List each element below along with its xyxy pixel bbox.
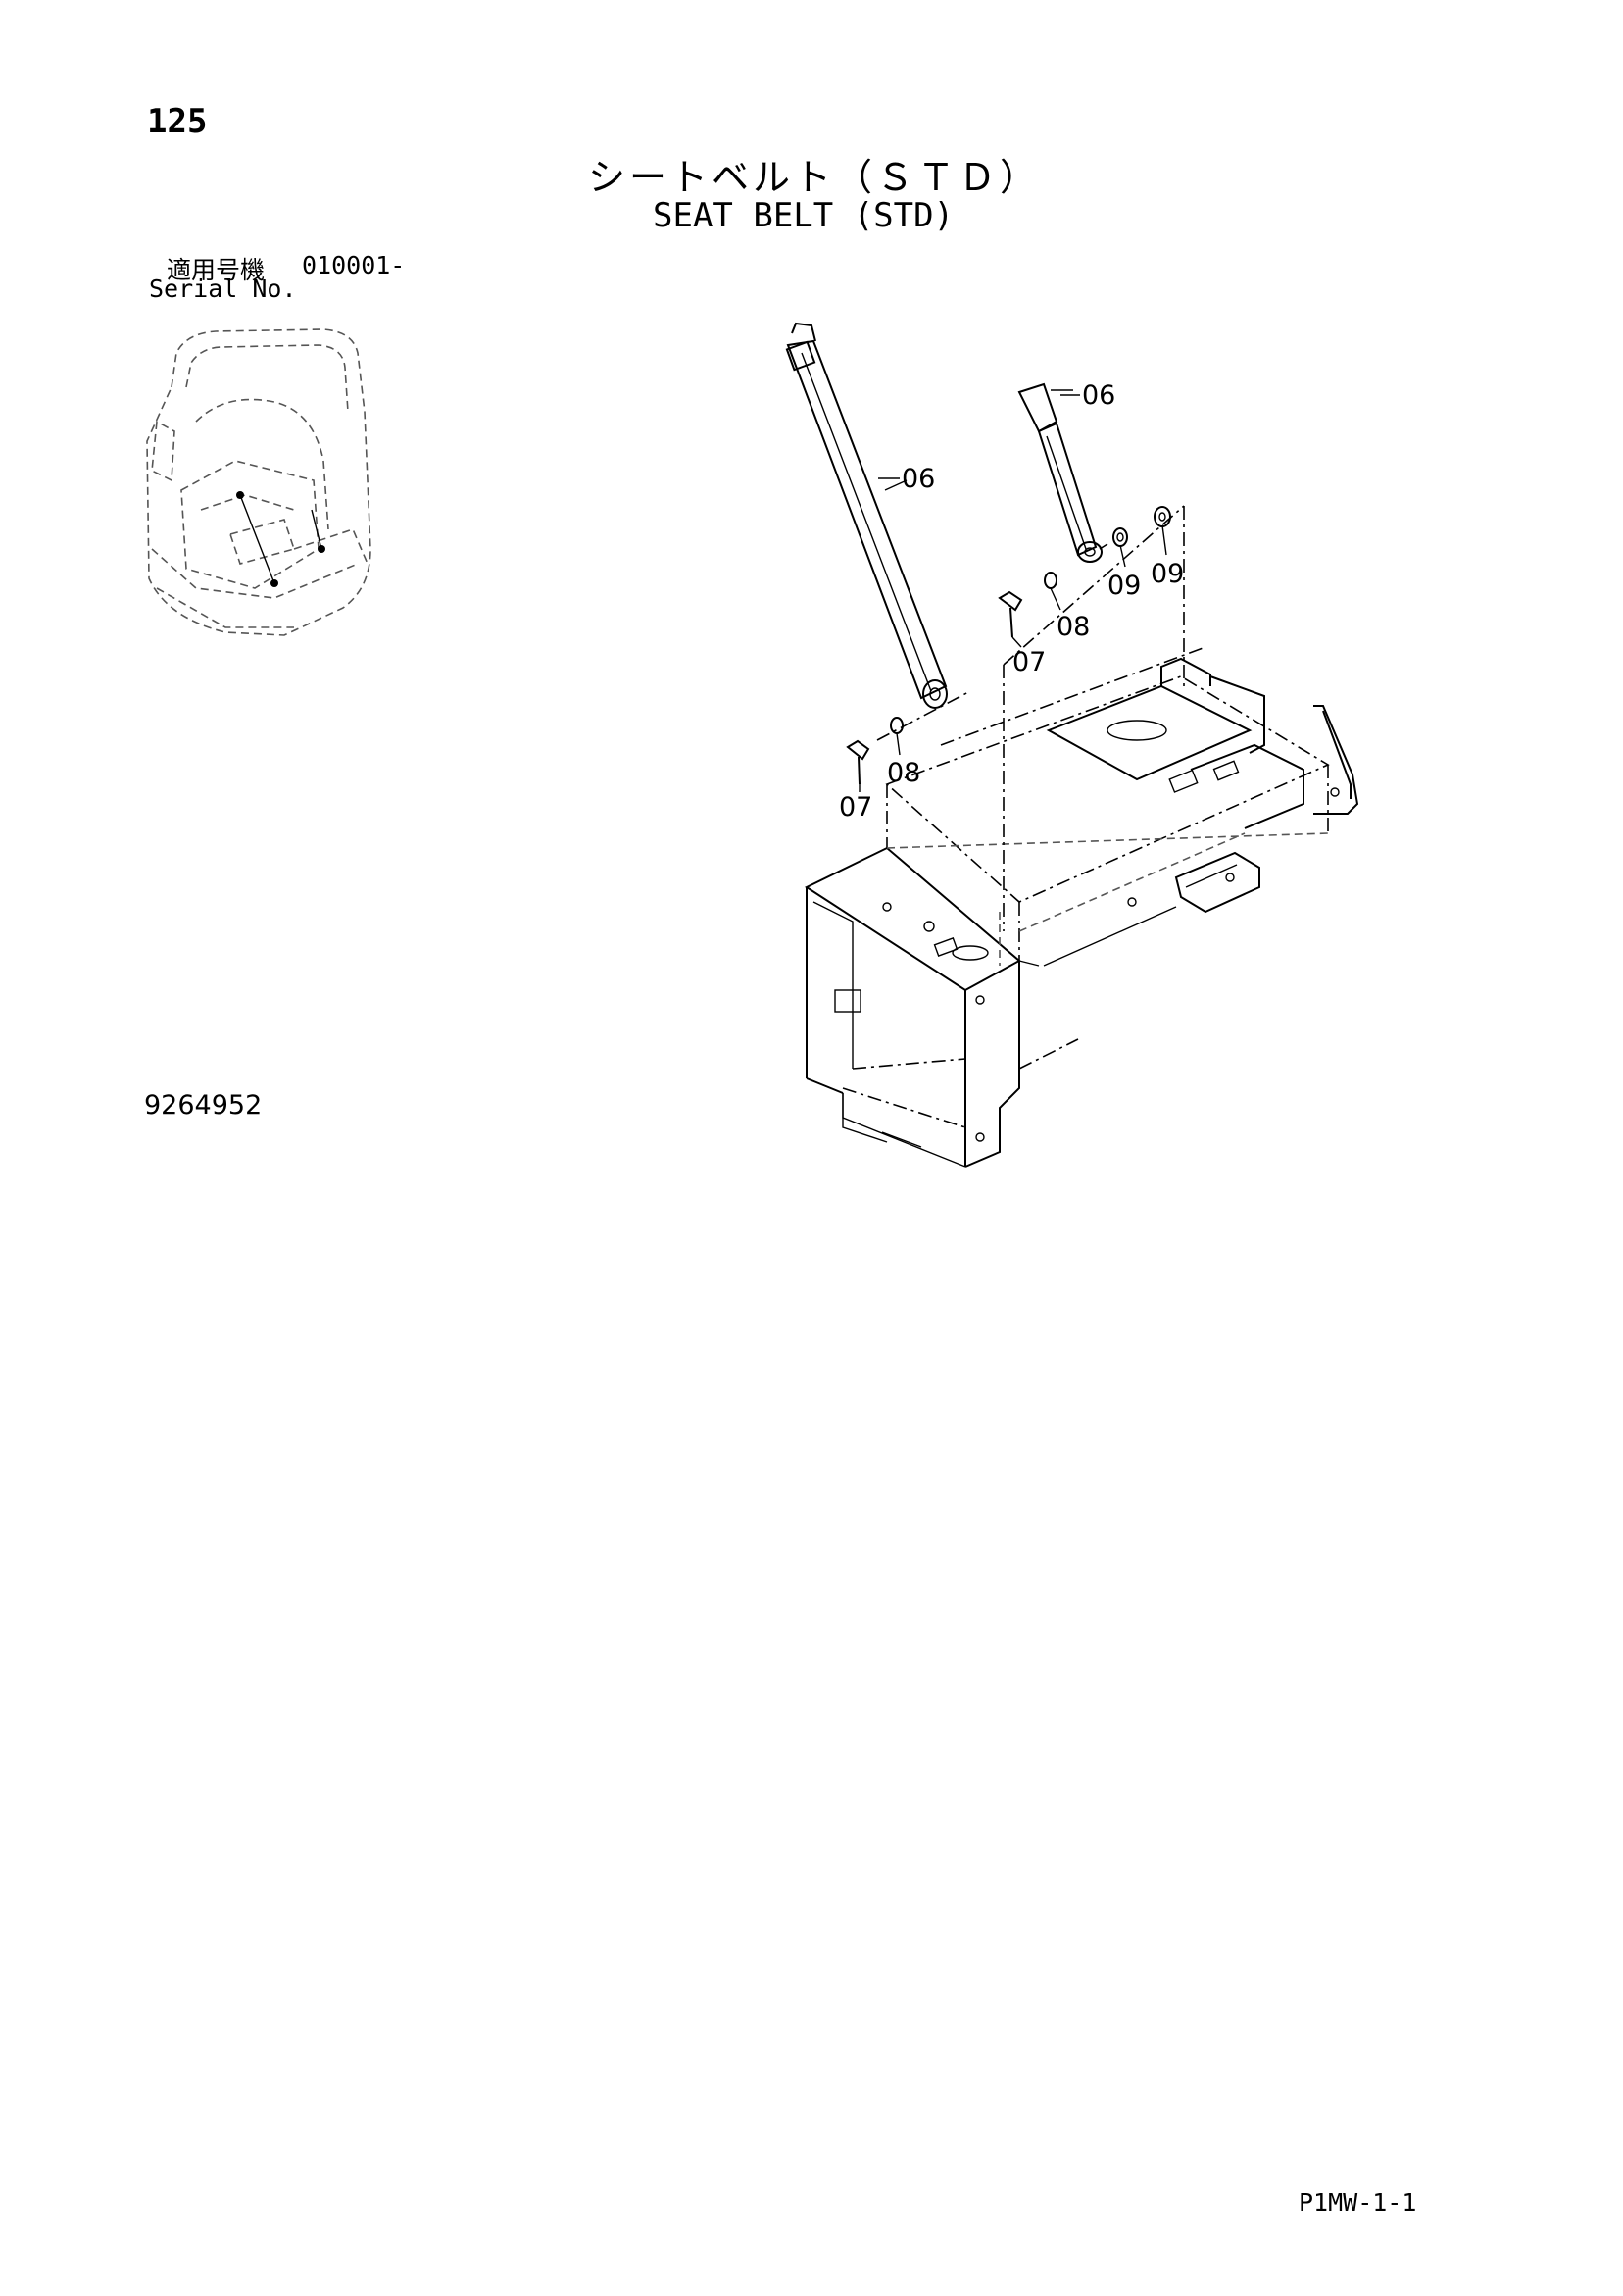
callout-bolt-lower: 07 [839, 792, 872, 823]
cab-overview-thumbnail [146, 328, 371, 636]
washer-a [1112, 527, 1128, 547]
seat-belt-long [785, 322, 948, 709]
callout-washer-b: 09 [1151, 559, 1184, 589]
leader-lines [859, 394, 1167, 792]
drawing-number: 9264952 [144, 1090, 263, 1121]
lockwasher-upper [1044, 572, 1057, 589]
serial-number-range: 010001- [302, 251, 406, 279]
callout-lockwasher-lower: 08 [887, 758, 920, 788]
callout-seat-belt-short: 06 [1082, 380, 1115, 411]
washer-b [1154, 506, 1171, 527]
callout-bolt-upper: 07 [1012, 647, 1046, 677]
serial-label-japanese: 適用号機 [167, 256, 266, 284]
callout-lockwasher-upper: 08 [1057, 612, 1090, 642]
callout-seat-belt-long: 06 [902, 464, 935, 494]
assembly-center-lines [876, 505, 1185, 931]
bolt-lower [846, 739, 870, 785]
seat-stand-frame [804, 646, 1359, 1168]
page-number: 125 [147, 102, 208, 141]
seat-belt-short [1017, 382, 1103, 563]
callout-washer-a: 09 [1107, 571, 1141, 601]
bolt-upper [998, 590, 1023, 638]
page-code: P1MW-1-1 [1299, 2188, 1417, 2217]
serial-label: Serial No. [149, 275, 297, 303]
page-title-japanese: シートベルト（ＳＴＤ） [588, 156, 1042, 199]
page-title: SEAT BELT (STD) [653, 196, 955, 235]
lockwasher-lower [890, 717, 904, 734]
